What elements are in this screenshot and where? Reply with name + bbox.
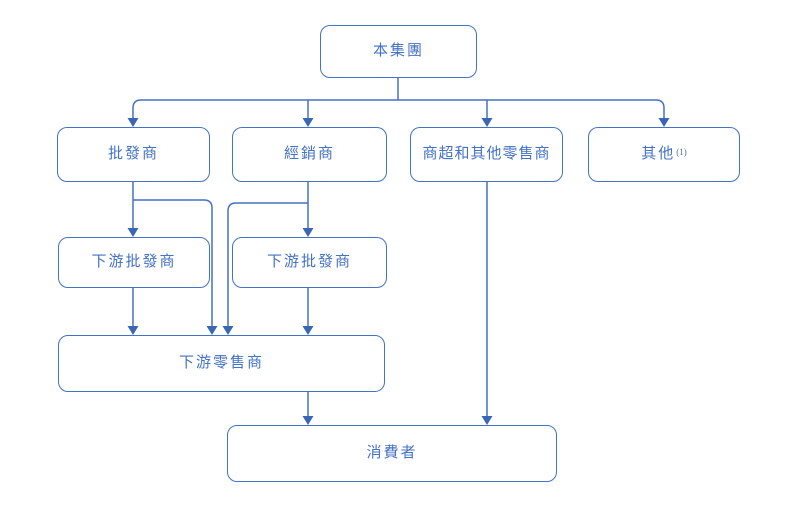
node-downstream-retailers: 下游零售商 [58,335,385,392]
node-wholesalers: 批發商 [57,127,210,182]
arrowhead-wholesalers [127,118,139,127]
arrowhead-dretail-from-distributors [222,326,234,335]
arrowhead-dretail-from-wholesalers [206,326,218,335]
node-group: 本集團 [320,25,477,78]
arrowhead-others [658,118,670,127]
node-others: 其他(1) [588,127,740,182]
node-downstream-retailers-label: 下游零售商 [178,355,264,371]
node-supermarkets-label: 商超和其他零售商 [422,146,551,162]
node-downstream-wholesalers-right: 下游批發商 [232,237,387,288]
edge-fanout-rail [132,99,665,119]
node-downstream-wholesalers-left: 下游批發商 [58,237,210,288]
node-downstream-wholesalers-left-label: 下游批發商 [91,254,177,270]
arrowhead-dw-left [127,228,139,237]
node-consumers: 消費者 [227,425,557,482]
node-consumers-label: 消費者 [366,445,418,461]
node-others-footnote-marker: (1) [676,147,687,157]
arrowhead-consumers-from-dretail [302,416,314,425]
node-wholesalers-label: 批發商 [107,146,159,162]
arrowhead-dretail-from-dw-left [127,326,139,335]
arrowhead-consumers-from-supermarkets [481,416,493,425]
node-distributors: 經銷商 [232,127,387,182]
node-distributors-label: 經銷商 [283,146,335,162]
node-others-label: 其他 [641,146,676,162]
arrowhead-distributors [302,118,314,127]
node-supermarkets-other-retailers: 商超和其他零售商 [410,127,563,182]
edge-distributors-bypass-to-downstream-retailers [227,202,308,327]
node-group-label: 本集團 [372,43,424,59]
arrowhead-dretail-from-dw-right [302,326,314,335]
arrowhead-dw-right [302,228,314,237]
node-downstream-wholesalers-right-label: 下游批發商 [266,254,352,270]
edge-wholesalers-bypass-to-downstream-retailers [133,199,213,327]
arrowhead-supermarkets [481,118,493,127]
